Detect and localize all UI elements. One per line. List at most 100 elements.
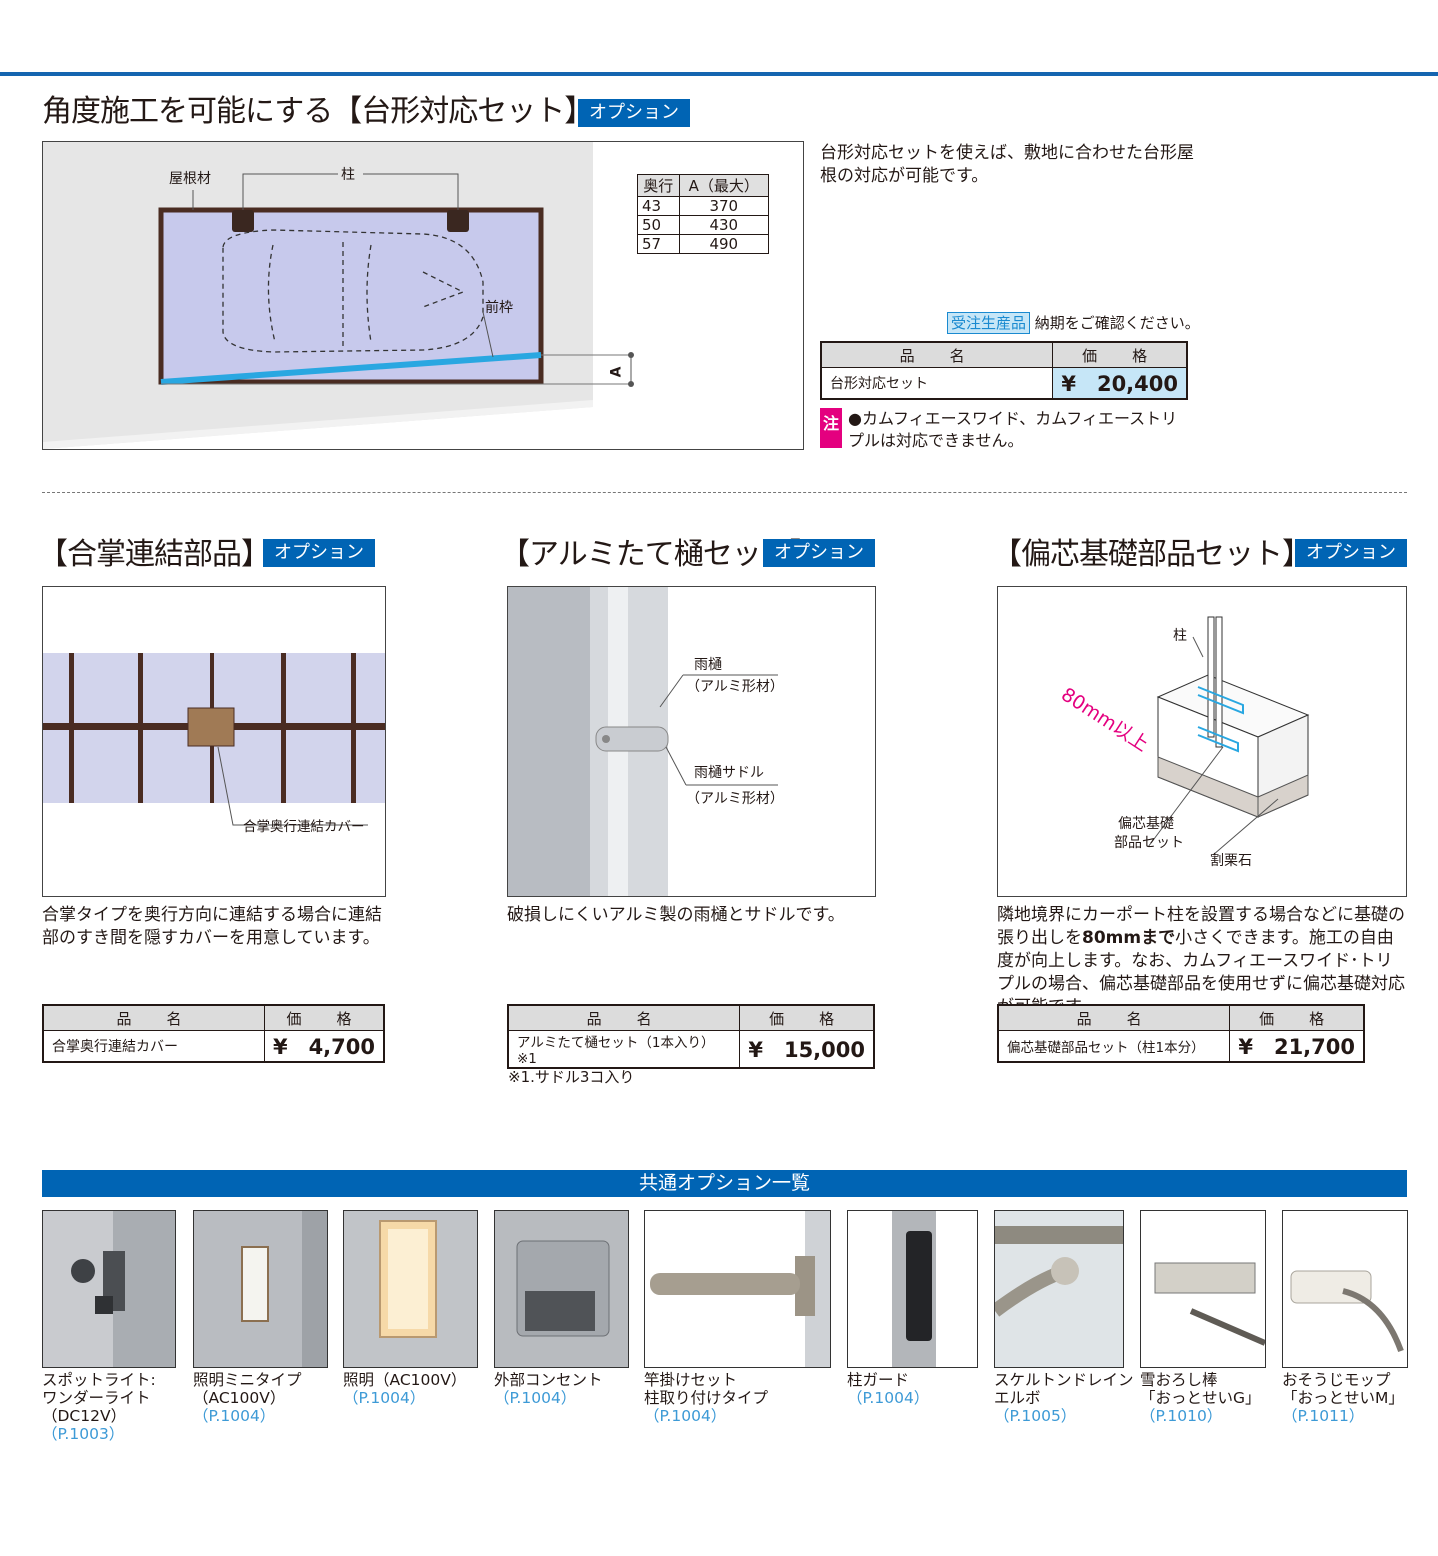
header-price: 価 格 (263, 1004, 385, 1031)
header-price: 価 格 (1229, 1004, 1365, 1031)
foundation-diagram: 柱 80mm以上 偏芯基礎 部品セット 割栗石 (997, 586, 1407, 897)
gutter-illustration (508, 587, 875, 896)
label-cover: 合掌奥行連結カバー (243, 819, 365, 835)
note-text: ●カムフィエースワイド、カムフィエーストリプルは対応できません。 (848, 409, 1178, 450)
section1-description: 台形対応セットを使えば、敷地に合わせた台形屋根の対応が可能です。 (820, 143, 1194, 186)
caption-line: エルボ (994, 1389, 1041, 1407)
desc-part: 小さくできます。施工の自由度が向上します。なお、カムフィエースワイド･トリプルの… (997, 928, 1405, 1017)
caption-mop: おそうじモップ 「おっとせいM」 （P.1011） (1282, 1371, 1404, 1425)
dim-cell: 370 (678, 196, 770, 216)
caption-line: 柱取り付けタイプ (644, 1389, 769, 1407)
dim-header: A（最大） (678, 174, 770, 197)
caption-line: 竿掛けセット (644, 1371, 738, 1389)
label-gutter-material: （アルミ形材） (686, 679, 784, 695)
section3-description: 破損しにくいアルミ製の雨樋とサドルです。 (507, 905, 845, 925)
caption-outlet: 外部コンセント （P.1004） (494, 1371, 603, 1407)
caption-pillar-guard: 柱ガード （P.1004） (847, 1371, 929, 1407)
product-price: ¥ 21,700 (1229, 1030, 1365, 1063)
section3-price-table: 品 名価 格 アルミたて樋セット（1本入り）※1¥ 15,000 (507, 1004, 875, 1069)
thumb-pole-hanger (644, 1210, 831, 1368)
thumb-mop (1282, 1210, 1408, 1368)
header-name: 品 名 (997, 1004, 1231, 1031)
thumb-outlet (494, 1210, 629, 1368)
page-ref-link[interactable]: （P.1004） (847, 1389, 930, 1407)
caption-line: 照明ミニタイプ (193, 1371, 302, 1389)
thumb-pillar-guard (847, 1210, 978, 1368)
gutter-diagram: 雨樋 （アルミ形材） 雨樋サドル （アルミ形材） (507, 586, 876, 897)
thumb-drain-elbow (994, 1210, 1124, 1368)
caption-line: おそうじモップ (1282, 1371, 1391, 1389)
label-set-a: 偏芯基礎 (1118, 816, 1174, 832)
note-mark: 注 (820, 408, 842, 448)
gassho-illustration (43, 653, 385, 826)
caption-line: 雪おろし棒 (1140, 1371, 1218, 1389)
dim-cell: 430 (678, 215, 770, 235)
header-name: 品 名 (820, 341, 1054, 368)
caption-snow-rake: 雪おろし棒 「おっとせいG」 （P.1010） (1140, 1371, 1261, 1425)
page-ref-link[interactable]: （P.1004） (193, 1407, 276, 1425)
label-gutter: 雨樋 (694, 657, 722, 673)
caption-line: 柱ガード (847, 1371, 910, 1389)
label-front-frame: 前枠 (485, 300, 513, 316)
section4-title: 【偏芯基礎部品セット】 (992, 537, 1312, 572)
dim-cell: 57 (637, 234, 680, 254)
product-name: アルミたて樋セット（1本入り）※1 (507, 1030, 741, 1069)
common-options-header: 共通オプション一覧 (42, 1170, 1407, 1197)
caption-line: ワンダーライト (42, 1389, 151, 1407)
product-name: 合掌奥行連結カバー (42, 1030, 265, 1063)
top-rule (0, 72, 1438, 76)
label-set-b: 部品セット (1114, 835, 1184, 851)
label-roof: 屋根材 (169, 171, 211, 187)
page-ref-link[interactable]: （P.1004） (494, 1389, 577, 1407)
dim-cell: 50 (637, 215, 680, 235)
caption-line: （DC12V） (42, 1407, 127, 1425)
caption-line: 照明（AC100V） (343, 1371, 467, 1389)
section2-badge: オプション (263, 539, 375, 567)
thumb-snow-rake (1140, 1210, 1266, 1368)
dim-cell: 43 (637, 196, 680, 216)
section3-badge: オプション (763, 539, 875, 567)
section1-title: 角度施工を可能にする【台形対応セット】 (42, 94, 594, 129)
foundation-illustration (1147, 616, 1310, 856)
page-ref-link[interactable]: （P.1010） (1140, 1407, 1223, 1425)
section2-title: 【合掌連結部品】 (38, 537, 271, 572)
page-ref-link[interactable]: （P.1005） (994, 1407, 1077, 1425)
page-ref-link[interactable]: （P.1011） (1282, 1407, 1365, 1425)
caption-spotlight: スポットライト: ワンダーライト （DC12V） （P.1003） (42, 1371, 156, 1443)
page-ref-link[interactable]: （P.1003） (42, 1425, 125, 1443)
page-ref-link[interactable]: （P.1004） (644, 1407, 727, 1425)
caption-mini-light: 照明ミニタイプ （AC100V） （P.1004） (193, 1371, 302, 1425)
thumb-light (343, 1210, 478, 1368)
caption-line: 「おっとせいG」 (1140, 1389, 1261, 1407)
caption-drain-elbow: スケルトンドレイン エルボ （P.1005） (994, 1371, 1134, 1425)
product-price: ¥ 4,700 (263, 1030, 385, 1063)
section-divider (42, 492, 1407, 493)
product-name: 台形対応セット (820, 367, 1054, 400)
order-note-text: 納期をご確認ください。 (1034, 314, 1200, 332)
caption-line: 「おっとせいM」 (1282, 1389, 1404, 1407)
dim-header: 奥行 (637, 174, 680, 197)
label-stone: 割栗石 (1210, 853, 1252, 869)
caption-line: スポットライト: (42, 1371, 156, 1389)
order-note: 受注生産品 納期をご確認ください。 (947, 312, 1200, 334)
page-ref-link[interactable]: （P.1004） (343, 1389, 426, 1407)
header-name: 品 名 (42, 1004, 265, 1031)
section4-description: 隣地境界にカーポート柱を設置する場合などに基礎の張り出しを80mmまで小さくでき… (997, 904, 1409, 1019)
caption-line: スケルトンドレイン (994, 1371, 1134, 1389)
label-saddle: 雨樋サドル (694, 765, 764, 781)
section2-description: 合掌タイプを奥行方向に連結する場合に連結部のすき間を隠すカバーを用意しています。 (42, 905, 382, 948)
header-price: 価 格 (739, 1004, 875, 1031)
made-to-order-tag: 受注生産品 (947, 312, 1031, 334)
caption-line: 外部コンセント (494, 1371, 603, 1389)
label-pillar: 柱 (341, 167, 355, 183)
caption-line: （AC100V） (193, 1389, 286, 1407)
desc-bold: 80mmまで (1082, 928, 1176, 948)
section2-price-table: 品 名価 格 合掌奥行連結カバー¥ 4,700 (42, 1004, 385, 1063)
caption-pole-hanger: 竿掛けセット 柱取り付けタイプ （P.1004） (644, 1371, 768, 1425)
gassho-diagram: 合掌奥行連結カバー (42, 586, 386, 897)
caption-light: 照明（AC100V） （P.1004） (343, 1371, 466, 1407)
product-price: ¥ 20,400 (1052, 367, 1188, 400)
desc-part: 隣地境界にカーポート柱を設置する場合などに基礎の張り出しを (997, 905, 1405, 948)
product-name: 偏芯基礎部品セット（柱1本分） (997, 1030, 1231, 1063)
